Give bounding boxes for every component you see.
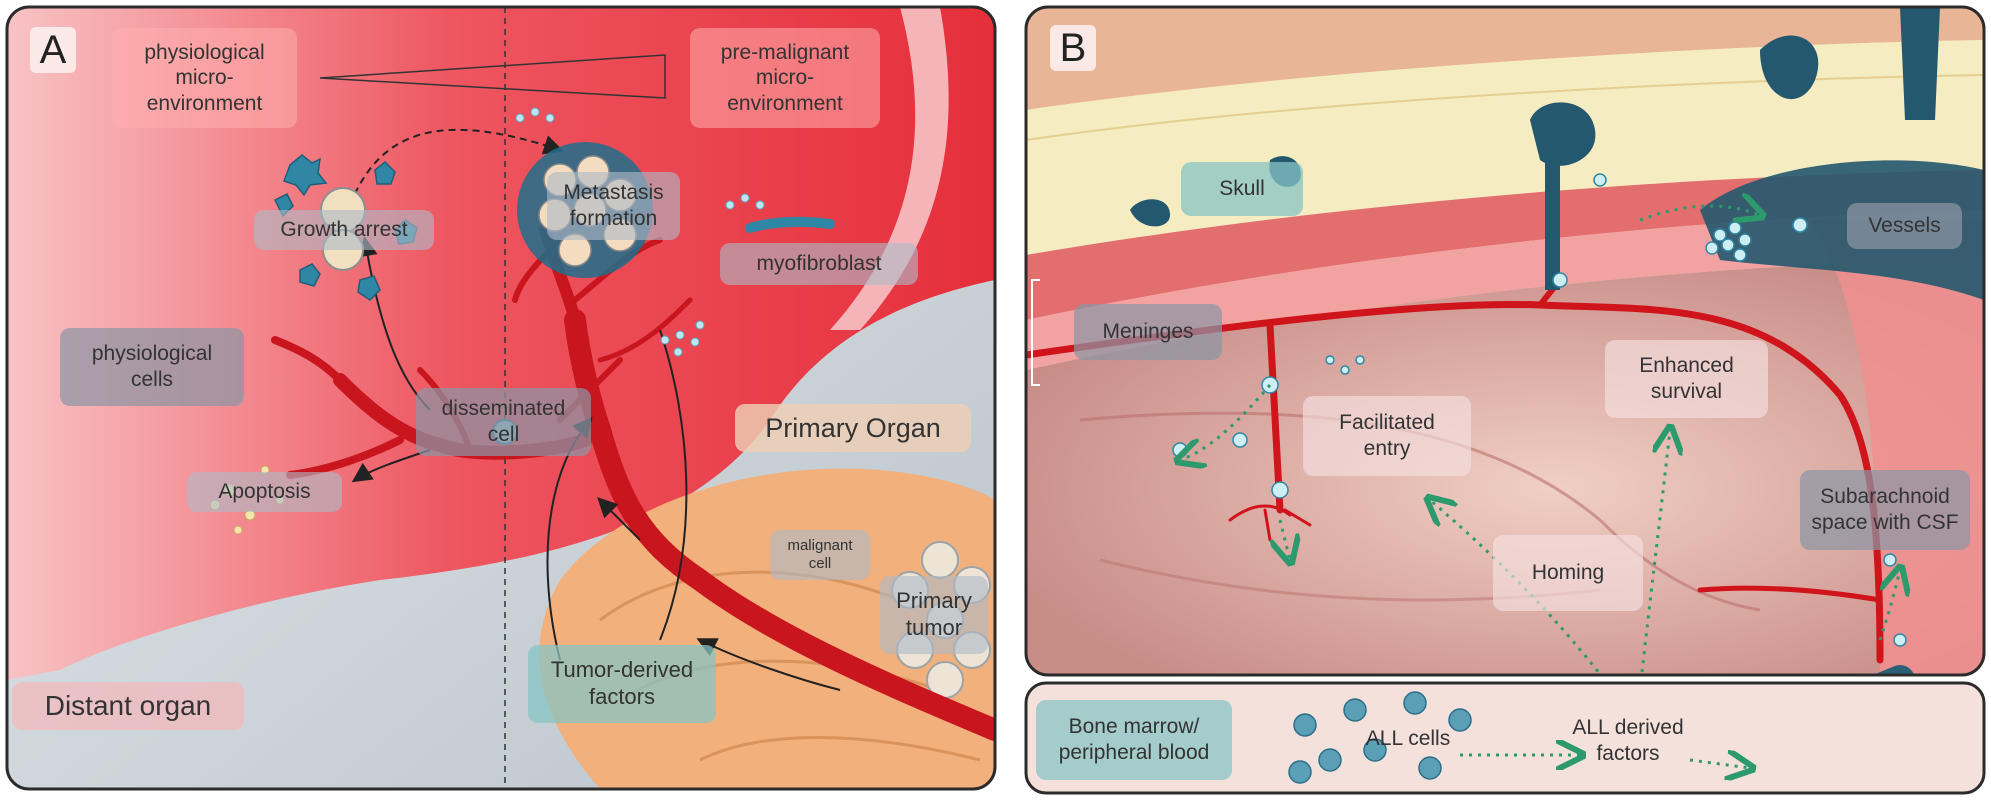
- primary-organ-label: Primary Organ: [735, 404, 971, 452]
- metastasis-formation-label: Metastasis formation: [547, 172, 680, 240]
- bone-marrow-label: Bone marrow/ peripheral blood: [1036, 700, 1232, 780]
- cyan-cells: [1172, 173, 1907, 647]
- premalignant-microenvironment-label: pre-malignant micro- environment: [690, 28, 880, 128]
- myofibroblast-label: myofibroblast: [720, 243, 918, 285]
- homing-arrows: [1180, 206, 1900, 675]
- enhanced-survival-label: Enhanced survival: [1605, 340, 1768, 418]
- meninges-label: Meninges: [1074, 304, 1222, 360]
- disseminated-cell-label: disseminated cell: [416, 388, 591, 456]
- homing-label: Homing: [1493, 535, 1643, 611]
- panel-b-artwork: [1026, 7, 1984, 675]
- tumor-derived-factors-label: Tumor-derived factors: [528, 645, 716, 723]
- growth-arrest-label: Growth arrest: [254, 210, 434, 250]
- all-derived-factors-label: ALL derived factors: [1572, 716, 1684, 765]
- subarachnoid-space-label: Subarachnoid space with CSF: [1800, 470, 1970, 550]
- panel-b-letter: B: [1050, 25, 1096, 71]
- bone-marrow-strip: [1024, 681, 1986, 795]
- facilitated-entry-label: Facilitated entry: [1303, 396, 1471, 476]
- panel-a-frame: [5, 5, 997, 791]
- panel-a-letter: A: [30, 27, 76, 73]
- primary-tumor-label: Primary tumor: [880, 576, 988, 654]
- all-cells-label: ALL cells: [1365, 727, 1451, 751]
- distant-organ-label: Distant organ: [12, 682, 244, 730]
- malignant-cell-label: malignant cell: [770, 530, 870, 580]
- physiological-microenvironment-label: physiological micro- environment: [112, 28, 297, 128]
- vessels-label: Vessels: [1847, 203, 1962, 249]
- physiological-cells-label: physiological cells: [60, 328, 244, 406]
- skull-label: Skull: [1181, 162, 1303, 216]
- apoptosis-label: Apoptosis: [187, 472, 342, 512]
- panel-b-frame: [1024, 5, 1986, 677]
